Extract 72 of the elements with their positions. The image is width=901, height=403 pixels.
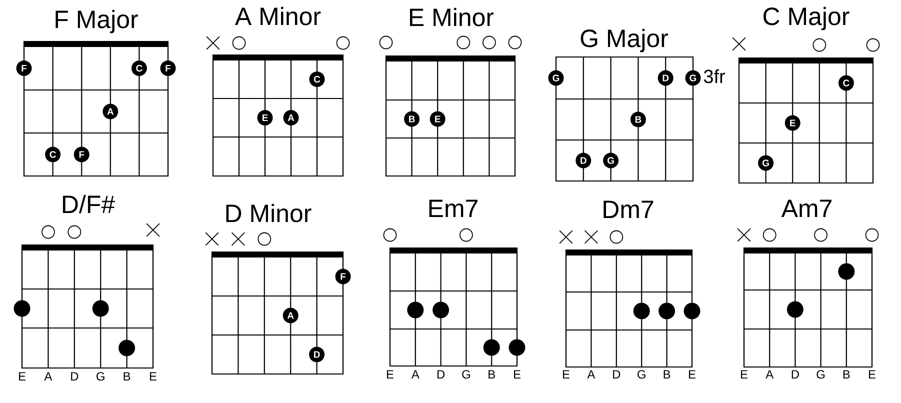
string-name: D	[613, 370, 620, 378]
open-string-marker	[482, 36, 496, 50]
finger-dot	[508, 339, 526, 356]
muted-string-marker	[732, 37, 746, 51]
string-name: E	[387, 370, 394, 378]
finger-dot	[92, 300, 109, 317]
open-string-marker	[460, 228, 473, 242]
string-name: D	[437, 370, 445, 378]
chord-name: Em7	[429, 200, 478, 217]
string-name: B	[488, 370, 495, 378]
chord-name: E Minor	[410, 8, 494, 26]
open-string-marker	[232, 36, 246, 50]
finger-dot	[407, 302, 424, 318]
finger-dot	[633, 302, 650, 320]
open-string-marker	[42, 225, 55, 239]
chord-name: G Major	[580, 28, 668, 52]
open-string-marker	[814, 228, 828, 242]
chord-name: A Minor	[235, 6, 321, 26]
muted-string-marker	[205, 232, 219, 246]
open-string-marker	[508, 36, 522, 50]
finger-dot	[14, 300, 30, 317]
muted-string-marker	[146, 223, 160, 237]
open-string-marker	[812, 38, 826, 52]
open-string-marker	[866, 38, 880, 52]
finger-dot	[684, 302, 700, 320]
string-name: D	[792, 370, 799, 378]
string-name: E	[563, 370, 570, 378]
string-name: B	[664, 370, 670, 378]
chord-name: D Minor	[226, 204, 312, 222]
string-name: E	[514, 370, 520, 378]
chord-name: D/F#	[62, 194, 115, 214]
muted-string-marker	[584, 230, 598, 244]
chord-name: C Major	[764, 6, 850, 30]
open-string-marker	[379, 36, 393, 50]
open-string-marker	[336, 36, 350, 50]
string-name: A	[411, 370, 420, 378]
muted-string-marker	[231, 232, 246, 246]
finger-dot	[483, 339, 500, 356]
string-name: A	[766, 370, 774, 378]
string-name: E	[19, 372, 26, 380]
muted-string-marker	[206, 36, 220, 50]
open-string-marker	[383, 228, 397, 242]
muted-string-marker	[559, 230, 573, 244]
finger-dot	[658, 302, 676, 320]
string-name: G	[462, 370, 470, 379]
finger-dot	[118, 340, 136, 356]
string-name: E	[868, 370, 876, 378]
open-string-marker	[456, 36, 470, 50]
string-name: D	[71, 372, 78, 380]
finger-dot	[838, 263, 855, 280]
open-string-marker	[610, 230, 624, 244]
chord-name: F Major	[56, 10, 138, 34]
string-name: G	[638, 370, 646, 379]
string-name: E	[150, 372, 156, 380]
finger-dot	[786, 301, 804, 318]
string-name: G	[96, 372, 104, 381]
string-name: E	[741, 370, 748, 378]
fret-number: 3fr	[704, 69, 726, 84]
string-name: E	[689, 370, 696, 378]
chord-name: Dm7	[604, 200, 654, 218]
string-name: A	[587, 370, 596, 378]
open-string-marker	[762, 228, 776, 242]
string-name: G	[816, 370, 825, 379]
string-name: A	[44, 372, 52, 380]
chord-name: Am7	[781, 200, 832, 217]
string-name: B	[843, 370, 850, 378]
open-string-marker	[865, 228, 879, 242]
open-string-marker	[68, 225, 82, 239]
open-string-marker	[258, 232, 272, 246]
finger-dot	[432, 302, 450, 318]
string-name: B	[124, 372, 130, 380]
muted-string-marker	[737, 228, 751, 242]
